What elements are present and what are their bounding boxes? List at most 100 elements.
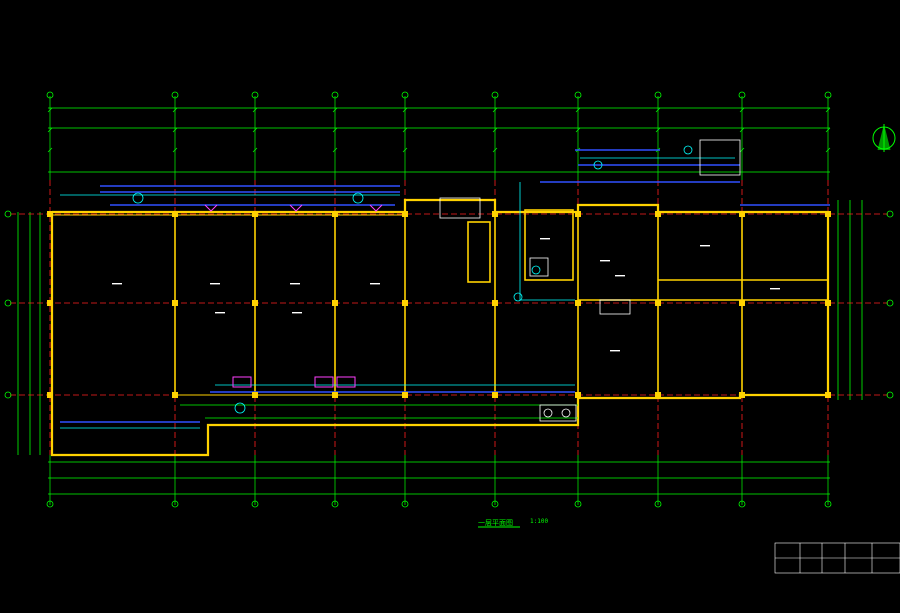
room-label-mark xyxy=(215,312,225,314)
column xyxy=(252,392,258,398)
structural-columns xyxy=(47,211,831,398)
column xyxy=(739,300,745,306)
grid-bubbles xyxy=(4,91,894,508)
dimension-tick xyxy=(332,127,338,133)
cyan-annotations xyxy=(60,145,735,429)
dimension-tick xyxy=(47,147,53,153)
pipe-runs xyxy=(60,149,830,423)
column xyxy=(172,300,178,306)
dimension-tick xyxy=(825,107,831,113)
column xyxy=(402,392,408,398)
dimension-tick xyxy=(252,107,258,113)
dimension-tick xyxy=(655,127,661,133)
column xyxy=(655,392,661,398)
side-dimension-lines xyxy=(17,200,863,455)
dimension-tick xyxy=(172,127,178,133)
grid-bubble-bottom xyxy=(824,500,832,508)
column xyxy=(575,211,581,217)
dimension-tick xyxy=(825,127,831,133)
grid-bubble-bottom xyxy=(491,500,499,508)
column xyxy=(332,211,338,217)
grid-bubble-top xyxy=(824,91,832,99)
dimension-tick xyxy=(332,107,338,113)
column xyxy=(492,211,498,217)
dimension-tick xyxy=(739,147,745,153)
room-label-mark xyxy=(540,238,550,240)
dimension-tick xyxy=(739,107,745,113)
grid-bubble-left xyxy=(4,210,12,218)
dimension-tick xyxy=(655,107,661,113)
room-label-mark xyxy=(600,260,610,262)
grid-bubble-top xyxy=(401,91,409,99)
grid-bubble-top xyxy=(574,91,582,99)
column xyxy=(47,300,53,306)
grid-bubble-left xyxy=(4,299,12,307)
dimension-tick xyxy=(252,147,258,153)
dimension-tick xyxy=(492,107,498,113)
dimension-tick xyxy=(492,127,498,133)
column xyxy=(47,211,53,217)
grid-bubble-right xyxy=(886,299,894,307)
grid-bubble-bottom xyxy=(654,500,662,508)
room-label-mark xyxy=(615,275,625,277)
column xyxy=(825,211,831,217)
dimension-tick xyxy=(47,107,53,113)
grid-bubble-right xyxy=(886,391,894,399)
column xyxy=(252,300,258,306)
fixtures xyxy=(204,204,383,388)
column xyxy=(655,211,661,217)
room-label-mark xyxy=(610,350,620,352)
grid-bubble-top xyxy=(251,91,259,99)
column xyxy=(172,211,178,217)
column xyxy=(825,300,831,306)
grid-bubble-bottom xyxy=(251,500,259,508)
title-block xyxy=(774,542,900,574)
dimension-tick xyxy=(402,127,408,133)
room-label-mark xyxy=(210,283,220,285)
grid-bubble-bottom xyxy=(171,500,179,508)
north-arrow-icon xyxy=(872,124,896,152)
vertical-grid-lines xyxy=(47,96,831,505)
column xyxy=(172,392,178,398)
column xyxy=(492,392,498,398)
grid-bubble-top xyxy=(171,91,179,99)
room-label-mark xyxy=(370,283,380,285)
grid-bubble-bottom xyxy=(46,500,54,508)
room-label-mark xyxy=(290,283,300,285)
room-label-mark xyxy=(770,288,780,290)
grid-bubble-bottom xyxy=(331,500,339,508)
column xyxy=(402,300,408,306)
column xyxy=(575,392,581,398)
drawing-scale: 1:100 xyxy=(530,518,549,525)
room-label-mark xyxy=(700,245,710,247)
column xyxy=(825,392,831,398)
grid-bubble-bottom xyxy=(574,500,582,508)
dimension-tick xyxy=(575,127,581,133)
grid-bubble-bottom xyxy=(401,500,409,508)
equipment xyxy=(439,139,741,422)
column xyxy=(655,300,661,306)
dimension-tick xyxy=(47,127,53,133)
grid-bubble-right xyxy=(886,210,894,218)
dimension-tick xyxy=(172,147,178,153)
column xyxy=(47,392,53,398)
room-label-mark xyxy=(292,312,302,314)
column xyxy=(492,300,498,306)
grid-bubble-top xyxy=(738,91,746,99)
dimension-tick xyxy=(575,107,581,113)
dimension-tick xyxy=(332,147,338,153)
grid-bubble-left xyxy=(4,391,12,399)
column xyxy=(332,392,338,398)
drawing-title: 一层平面图 xyxy=(478,519,513,527)
column xyxy=(739,211,745,217)
column xyxy=(402,211,408,217)
dimension-tick xyxy=(739,127,745,133)
column xyxy=(252,211,258,217)
grid-bubble-top xyxy=(46,91,54,99)
column xyxy=(575,300,581,306)
column xyxy=(332,300,338,306)
dimension-tick xyxy=(492,147,498,153)
dimension-tick xyxy=(402,147,408,153)
